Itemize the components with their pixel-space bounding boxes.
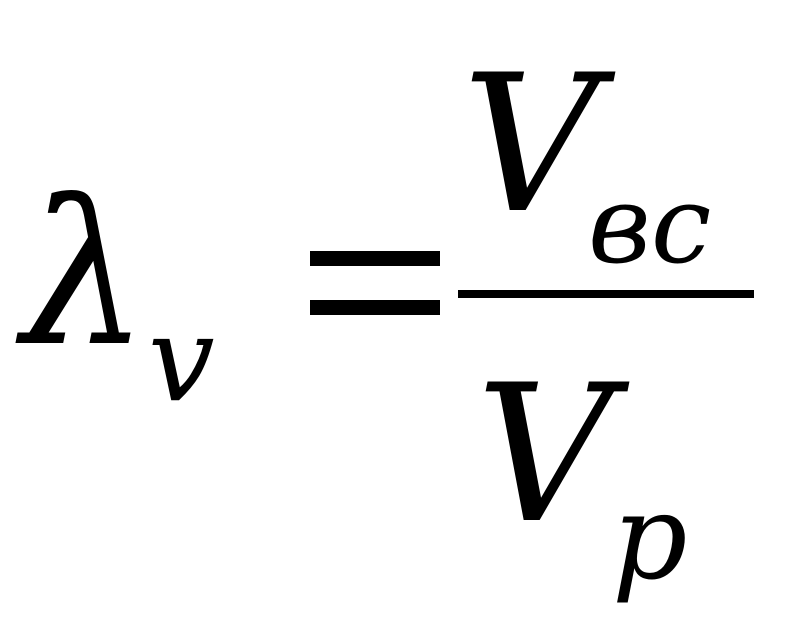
lambda-symbol: λ bbox=[22, 158, 149, 391]
fraction-line bbox=[458, 290, 754, 298]
lambda-subscript: v bbox=[148, 290, 215, 428]
denominator-subscript: p bbox=[612, 468, 688, 606]
equals-bar-bottom bbox=[310, 300, 440, 315]
numerator-symbol: V bbox=[462, 34, 600, 255]
numerator-subscript: вс bbox=[588, 163, 712, 288]
denominator-symbol: V bbox=[476, 344, 614, 565]
equals-sign bbox=[310, 240, 440, 320]
equals-bar-top bbox=[310, 251, 440, 266]
